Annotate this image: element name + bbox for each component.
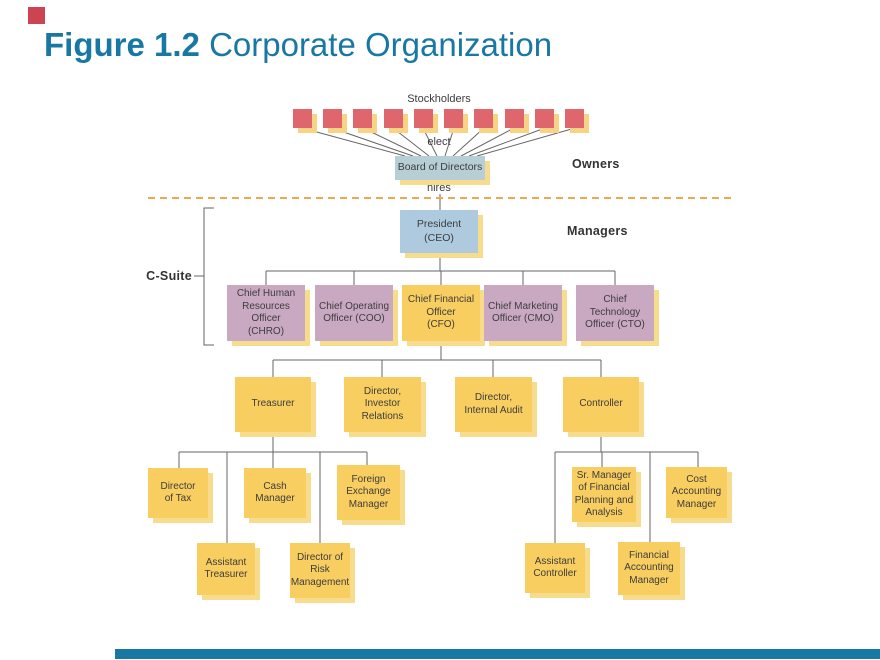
managers-label: Managers	[567, 224, 628, 238]
owners-label: Owners	[572, 157, 620, 171]
node-cash-manager: Cash Manager	[244, 468, 306, 518]
footer-accent-bar	[115, 649, 880, 659]
node-treasurer: Treasurer	[235, 377, 311, 432]
stockholder-square	[323, 109, 342, 128]
node-assistant-treasurer: Assistant Treasurer	[197, 543, 255, 595]
stockholder-square	[474, 109, 493, 128]
node-director-internal-audit: Director, Internal Audit	[455, 377, 532, 432]
stockholder-square	[535, 109, 554, 128]
node-sr-manager-fpa: Sr. Manager of Financial Planning and An…	[572, 467, 636, 522]
node-president-ceo: President (CEO)	[400, 210, 478, 253]
node-cost-accounting-manager: Cost Accounting Manager	[666, 467, 727, 518]
node-chro: Chief Human Resources Officer (CHRO)	[227, 285, 305, 341]
stockholder-square	[505, 109, 524, 128]
node-coo: Chief Operating Officer (COO)	[315, 285, 393, 341]
stockholders-label: Stockholders	[407, 93, 471, 105]
corner-accent-square	[28, 7, 45, 24]
node-board-of-directors: Board of Directors	[395, 156, 485, 180]
stockholder-square	[414, 109, 433, 128]
stockholder-square	[353, 109, 372, 128]
c-suite-label: C-Suite	[146, 269, 192, 283]
node-director-of-risk-management: Director of Risk Management	[290, 543, 350, 598]
node-financial-accounting-manager: Financial Accounting Manager	[618, 542, 680, 595]
node-cto: Chief Technology Officer (CTO)	[576, 285, 654, 341]
elect-label: elect	[427, 136, 451, 148]
node-foreign-exchange-manager: Foreign Exchange Manager	[337, 465, 400, 520]
hires-label: hires	[424, 182, 454, 194]
node-cmo: Chief Marketing Officer (CMO)	[484, 285, 562, 341]
page-title: Figure 1.2 Corporate Organization	[44, 26, 552, 64]
node-cfo: Chief Financial Officer (CFO)	[402, 285, 480, 341]
figure-title-text: Corporate Organization	[209, 26, 553, 63]
stockholder-square	[444, 109, 463, 128]
stockholder-square	[565, 109, 584, 128]
stockholder-square	[384, 109, 403, 128]
node-controller: Controller	[563, 377, 639, 432]
node-assistant-controller: Assistant Controller	[525, 543, 585, 593]
stockholder-square	[293, 109, 312, 128]
node-director-investor-relations: Director, Investor Relations	[344, 377, 421, 432]
node-director-of-tax: Director of Tax	[148, 468, 208, 518]
figure-number: Figure 1.2	[44, 26, 200, 63]
